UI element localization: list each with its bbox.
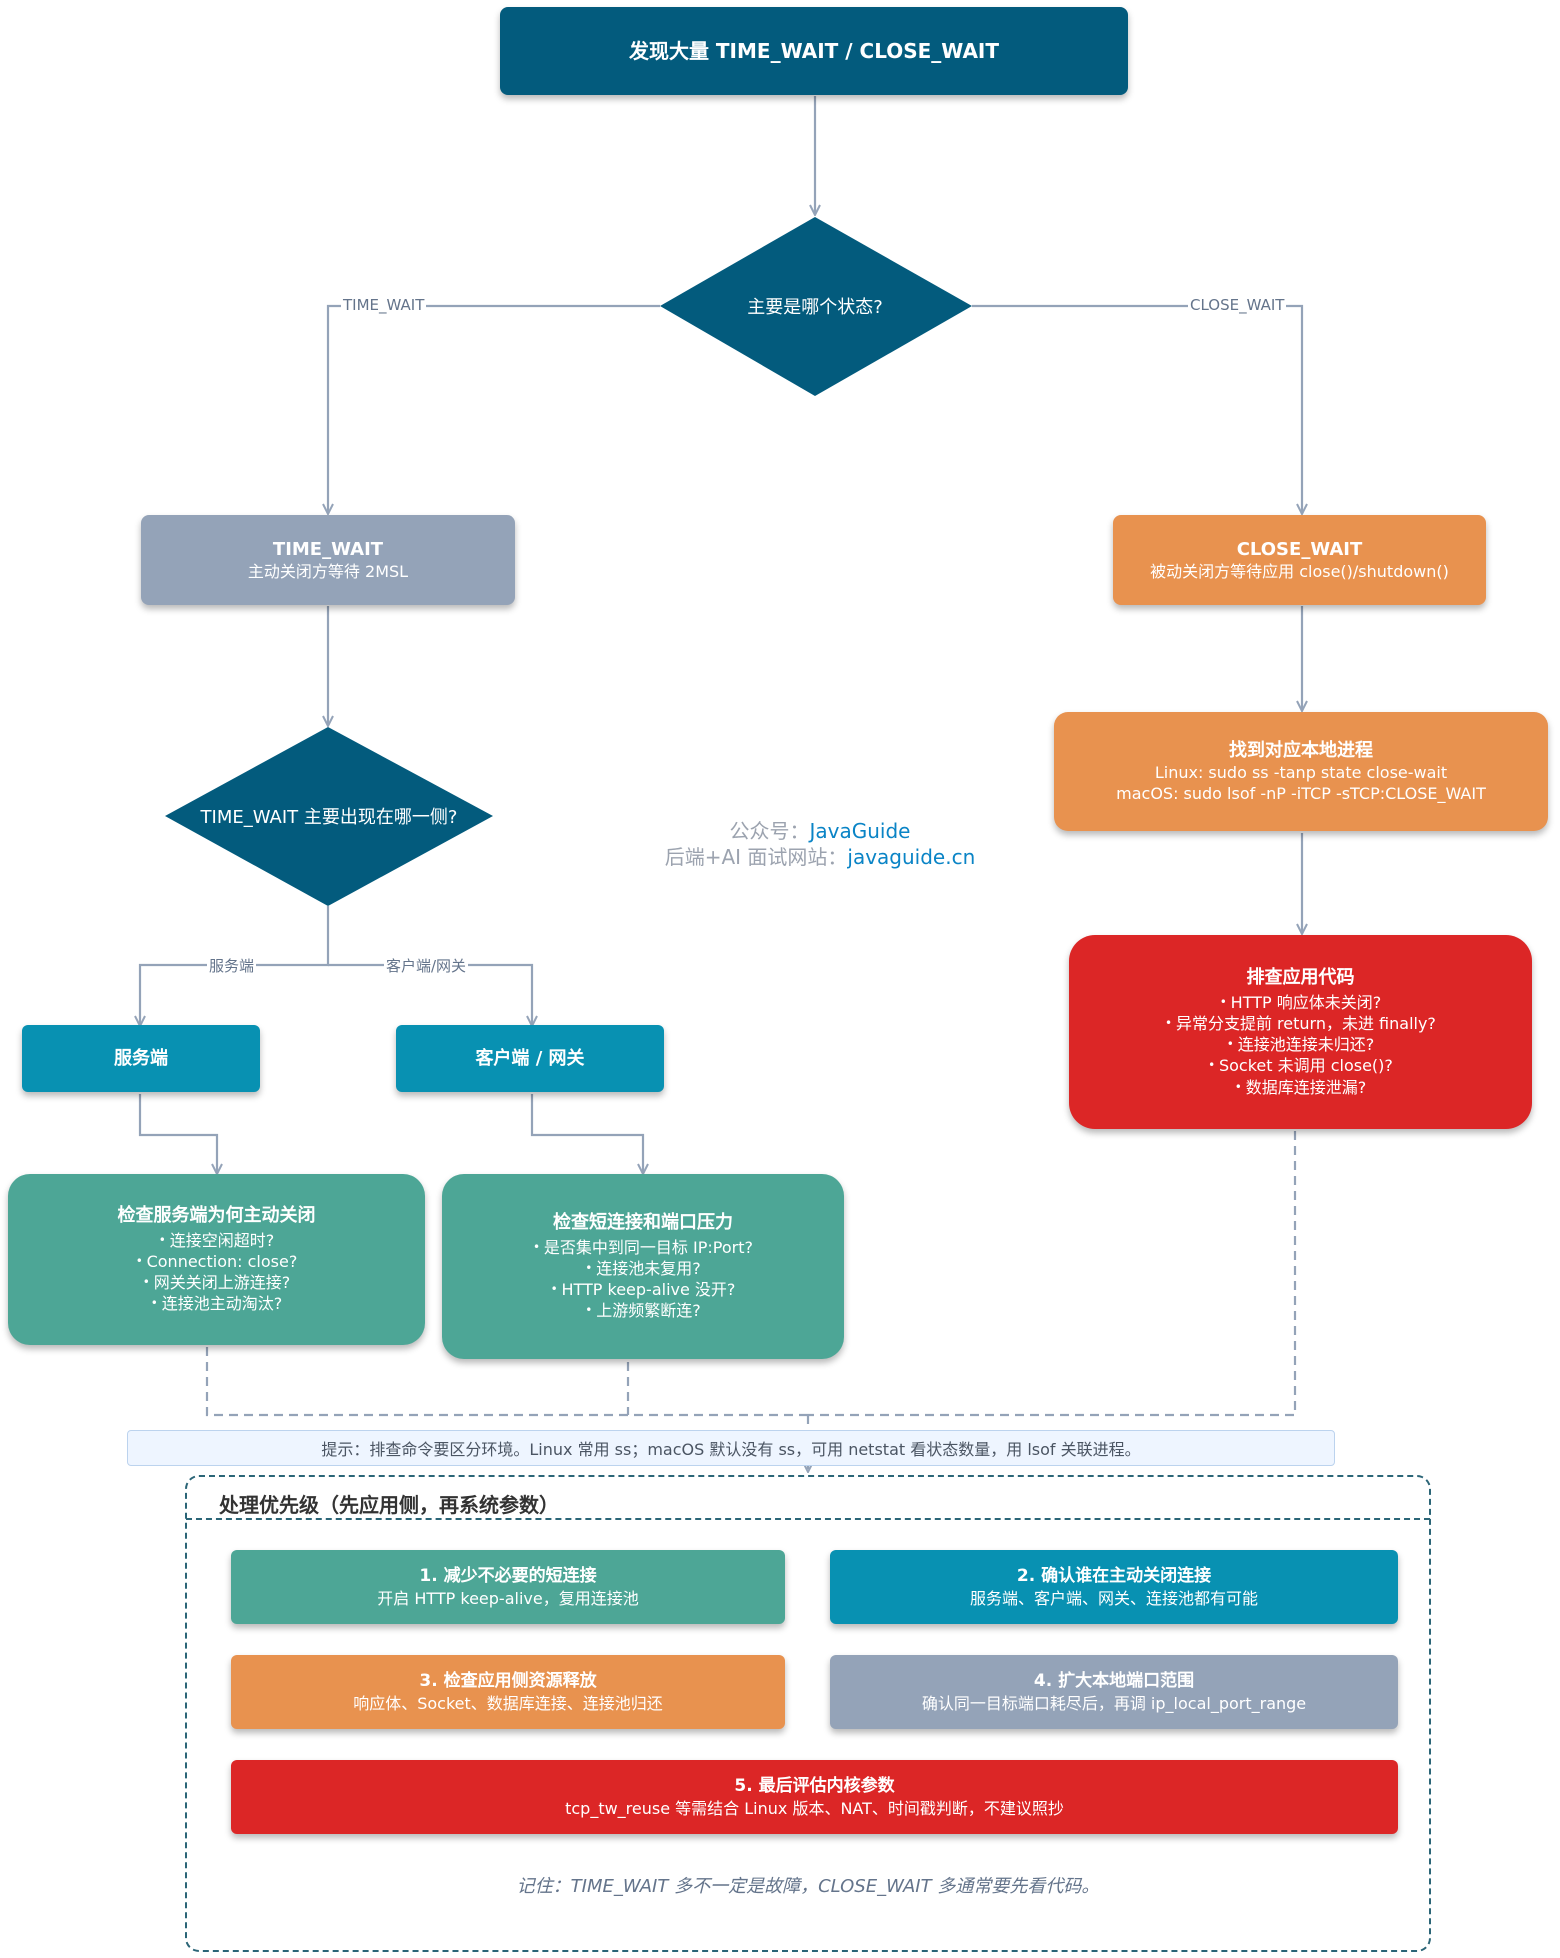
find-process-macos: macOS: sudo lsof -nP -iTCP -sTCP:CLOSE_W… xyxy=(1116,784,1486,804)
check-short-conn-item: 上游频繁断连? xyxy=(533,1300,753,1321)
find-process-linux: Linux: sudo ss -tanp state close-wait xyxy=(1154,763,1448,783)
check-app-code-item: 连接池连接未归还? xyxy=(1165,1034,1436,1055)
close-wait-title: CLOSE_WAIT xyxy=(1236,538,1363,560)
check-server-list: 连接空闲超时? Connection: close? 网关关闭上游连接? 连接池… xyxy=(136,1230,298,1314)
watermark-label: 公众号： xyxy=(729,819,810,843)
check-short-conn-item: 连接池未复用? xyxy=(533,1258,753,1279)
priority-item-title: 4. 扩大本地端口范围 xyxy=(1033,1671,1195,1692)
check-server-node: 检查服务端为何主动关闭 连接空闲超时? Connection: close? 网… xyxy=(8,1174,425,1345)
edge-label-server: 服务端 xyxy=(207,955,257,976)
edge-client-to-check xyxy=(530,1094,643,1173)
check-app-code-title: 排查应用代码 xyxy=(1246,967,1355,989)
check-server-item: 连接空闲超时? xyxy=(136,1230,298,1251)
start-node-title: 发现大量 TIME_WAIT / CLOSE_WAIT xyxy=(628,38,1000,63)
check-server-item: 网关关闭上游连接? xyxy=(136,1272,298,1293)
check-app-code-item: HTTP 响应体未关闭? xyxy=(1165,992,1436,1013)
edge-decision-to-closewait xyxy=(972,304,1302,513)
edge-decision-to-timewait xyxy=(328,304,660,513)
watermark-label: 后端+AI 面试网站： xyxy=(664,845,848,869)
watermark-line-2: 后端+AI 面试网站：javaguide.cn xyxy=(600,844,1040,870)
priority-item-2: 2. 确认谁在主动关闭连接 服务端、客户端、网关、连接池都有可能 xyxy=(830,1550,1398,1624)
tip-text: 提示：排查命令要区分环境。Linux 常用 ss；macOS 默认没有 ss，可… xyxy=(321,1440,1141,1459)
close-wait-node: CLOSE_WAIT 被动关闭方等待应用 close()/shutdown() xyxy=(1113,515,1486,605)
decision-side-label: TIME_WAIT 主要出现在哪一侧? xyxy=(200,807,458,828)
priority-item-title: 3. 检查应用侧资源释放 xyxy=(419,1671,597,1692)
client-gateway-node: 客户端 / 网关 xyxy=(396,1025,664,1092)
time-wait-node: TIME_WAIT 主动关闭方等待 2MSL xyxy=(141,515,515,605)
watermark-wechat-name: JavaGuide xyxy=(809,819,911,843)
check-server-title: 检查服务端为何主动关闭 xyxy=(117,1205,316,1227)
priority-item-1: 1. 减少不必要的短连接 开启 HTTP keep-alive，复用连接池 xyxy=(231,1550,785,1624)
priority-item-title: 5. 最后评估内核参数 xyxy=(734,1776,895,1797)
priority-item-subtitle: tcp_tw_reuse 等需结合 Linux 版本、NAT、时间戳判断，不建议… xyxy=(565,1798,1064,1818)
find-process-title: 找到对应本地进程 xyxy=(1229,739,1373,761)
edge-label-close-wait: CLOSE_WAIT xyxy=(1188,296,1287,314)
priority-item-3: 3. 检查应用侧资源释放 响应体、Socket、数据库连接、连接池归还 xyxy=(231,1655,785,1729)
watermark-line-1: 公众号：JavaGuide xyxy=(600,818,1040,844)
edge-label-time-wait: TIME_WAIT xyxy=(341,296,427,314)
find-process-node: 找到对应本地进程 Linux: sudo ss -tanp state clos… xyxy=(1054,712,1548,831)
edge-label-client-gateway: 客户端/网关 xyxy=(384,955,469,976)
check-app-code-item: Socket 未调用 close()? xyxy=(1165,1055,1436,1076)
check-server-item: Connection: close? xyxy=(136,1251,298,1272)
priority-note: 记住：TIME_WAIT 多不一定是故障，CLOSE_WAIT 多通常要先看代码… xyxy=(516,1876,1100,1897)
check-short-conn-item: 是否集中到同一目标 IP:Port? xyxy=(533,1237,753,1258)
priority-item-subtitle: 服务端、客户端、网关、连接池都有可能 xyxy=(969,1588,1258,1608)
client-gateway-title: 客户端 / 网关 xyxy=(475,1047,585,1069)
priority-title: 处理优先级（先应用侧，再系统参数） xyxy=(219,1493,559,1517)
priority-item-5: 5. 最后评估内核参数 tcp_tw_reuse 等需结合 Linux 版本、N… xyxy=(231,1760,1398,1834)
decision-state-diamond xyxy=(660,217,972,396)
priority-item-subtitle: 确认同一目标端口耗尽后，再调 ip_local_port_range xyxy=(921,1693,1307,1713)
priority-item-subtitle: 开启 HTTP keep-alive，复用连接池 xyxy=(377,1588,639,1608)
check-app-code-item: 异常分支提前 return，未进 finally? xyxy=(1165,1013,1436,1034)
check-app-code-item: 数据库连接泄漏? xyxy=(1165,1077,1436,1098)
priority-frame xyxy=(185,1475,1431,1952)
start-node: 发现大量 TIME_WAIT / CLOSE_WAIT xyxy=(500,7,1128,95)
edge-dashed-merge-left xyxy=(205,1347,808,1417)
priority-divider xyxy=(186,1518,1430,1520)
priority-item-title: 2. 确认谁在主动关闭连接 xyxy=(1016,1566,1212,1587)
check-short-conn-title: 检查短连接和端口压力 xyxy=(553,1212,733,1234)
close-wait-subtitle: 被动关闭方等待应用 close()/shutdown() xyxy=(1150,562,1449,582)
check-short-conn-item: HTTP keep-alive 没开? xyxy=(533,1279,753,1300)
time-wait-title: TIME_WAIT xyxy=(272,538,384,560)
watermark: 公众号：JavaGuide 后端+AI 面试网站：javaguide.cn xyxy=(600,818,1040,870)
server-title: 服务端 xyxy=(114,1047,168,1069)
edge-server-to-check xyxy=(138,1094,217,1173)
priority-item-4: 4. 扩大本地端口范围 确认同一目标端口耗尽后，再调 ip_local_port… xyxy=(830,1655,1398,1729)
check-app-code-list: HTTP 响应体未关闭? 异常分支提前 return，未进 finally? 连… xyxy=(1165,992,1436,1098)
tip-bar: 提示：排查命令要区分环境。Linux 常用 ss；macOS 默认没有 ss，可… xyxy=(127,1430,1335,1466)
check-server-item: 连接池主动淘汰? xyxy=(136,1293,298,1314)
check-app-code-node: 排查应用代码 HTTP 响应体未关闭? 异常分支提前 return，未进 fin… xyxy=(1069,935,1532,1129)
priority-item-subtitle: 响应体、Socket、数据库连接、连接池归还 xyxy=(353,1693,663,1713)
time-wait-subtitle: 主动关闭方等待 2MSL xyxy=(247,562,409,582)
edge-dashed-merge-right xyxy=(808,1131,1297,1417)
decision-side-diamond xyxy=(165,727,493,906)
watermark-site-link[interactable]: javaguide.cn xyxy=(847,845,976,869)
check-short-conn-node: 检查短连接和端口压力 是否集中到同一目标 IP:Port? 连接池未复用? HT… xyxy=(442,1174,844,1359)
decision-state-label: 主要是哪个状态? xyxy=(747,297,883,318)
priority-item-title: 1. 减少不必要的短连接 xyxy=(419,1566,597,1587)
server-node: 服务端 xyxy=(22,1025,260,1092)
check-short-conn-list: 是否集中到同一目标 IP:Port? 连接池未复用? HTTP keep-ali… xyxy=(533,1237,753,1321)
